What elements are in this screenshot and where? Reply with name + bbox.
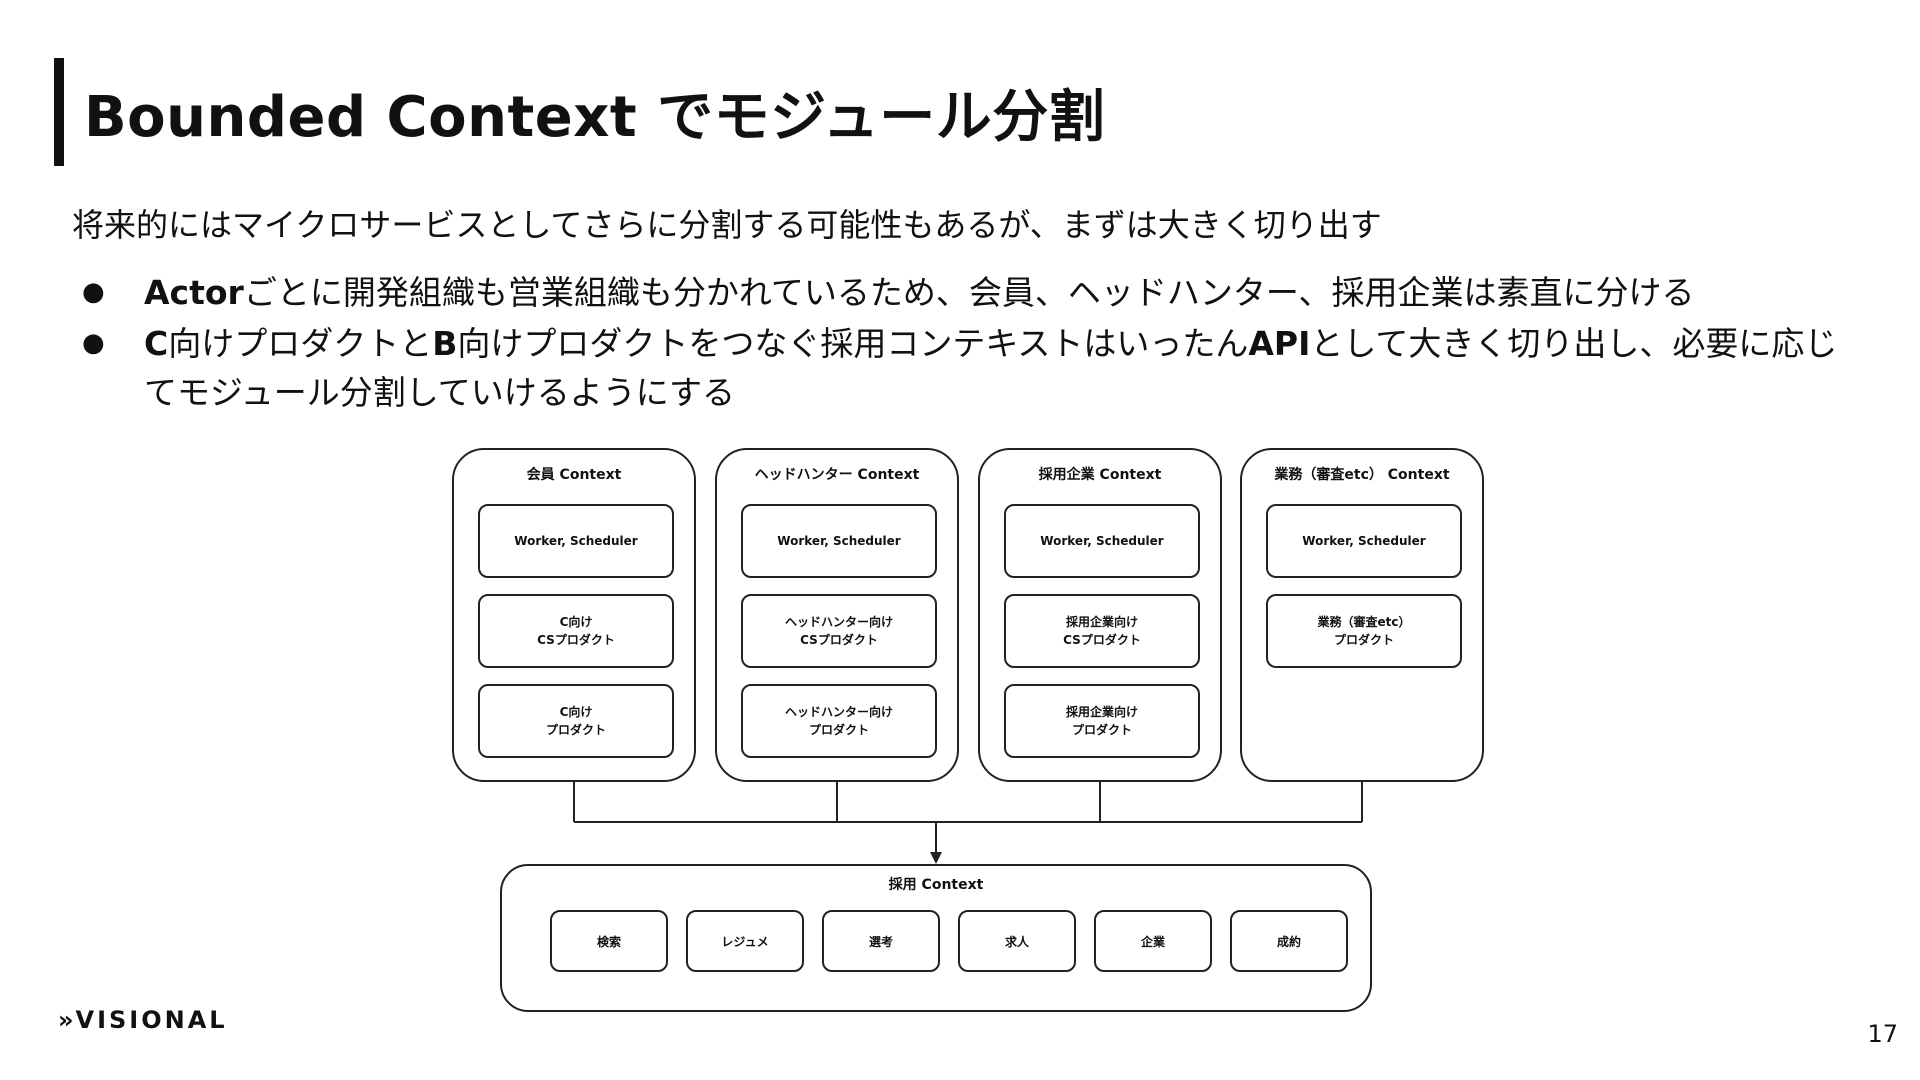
visional-logo: » VISIONAL xyxy=(58,1006,228,1034)
bullet-dot-icon: ● xyxy=(82,277,105,307)
module-box: 求人 xyxy=(958,910,1076,972)
page-title: Bounded Context でモジュール分割 xyxy=(84,85,1106,150)
subtitle: 将来的にはマイクロサービスとしてさらに分割する可能性もあるが、まずは大きく切り出… xyxy=(72,206,1382,244)
context-title: 会員 Context xyxy=(526,467,622,483)
module-box: 選考 xyxy=(822,910,940,972)
context-box: Worker, Scheduler xyxy=(478,504,674,578)
context-box: ヘッドハンター向け CSプロダクト xyxy=(741,594,937,668)
bullet-item: ● C向けプロダクトとB向けプロダクトをつなぐ採用コンテキストはいったんAPIと… xyxy=(72,319,1862,417)
module-box: 検索 xyxy=(550,910,668,972)
logo-wordmark: VISIONAL xyxy=(75,1006,228,1034)
context-headhunter: ヘッドハンター Context Worker, Scheduler ヘッドハンタ… xyxy=(715,448,959,782)
context-title: 業務（審査etc） Context xyxy=(1274,467,1450,483)
context-box: 業務（審査etc） プロダクト xyxy=(1266,594,1462,668)
context-box: ヘッドハンター向け プロダクト xyxy=(741,684,937,758)
context-box: Worker, Scheduler xyxy=(1266,504,1462,578)
logo-chevron-icon: » xyxy=(58,1006,73,1034)
bullet-text: 向けプロダクトをつなぐ採用コンテキストはいったん xyxy=(457,324,1249,363)
context-member: 会員 Context Worker, Scheduler C向け CSプロダクト… xyxy=(452,448,696,782)
module-box: 成約 xyxy=(1230,910,1348,972)
context-operations: 業務（審査etc） Context Worker, Scheduler 業務（審… xyxy=(1240,448,1484,782)
module-box: レジュメ xyxy=(686,910,804,972)
module-box: 企業 xyxy=(1094,910,1212,972)
context-box: C向け プロダクト xyxy=(478,684,674,758)
context-box: C向け CSプロダクト xyxy=(478,594,674,668)
context-recruiting-company: 採用企業 Context Worker, Scheduler 採用企業向け CS… xyxy=(978,448,1222,782)
bullet-text: として大きく切り出し、必要に応じてモジュール分割していけるようにする xyxy=(144,324,1838,412)
context-box: Worker, Scheduler xyxy=(1004,504,1200,578)
bullet-text: 向けプロダクトと xyxy=(168,324,433,363)
context-title: 採用企業 Context xyxy=(1038,467,1162,483)
bullet-bold: API xyxy=(1248,324,1311,363)
context-box: 採用企業向け CSプロダクト xyxy=(1004,594,1200,668)
arrow-head-icon xyxy=(930,852,942,864)
context-title: 採用 Context xyxy=(888,877,984,893)
bullet-bold: Actor xyxy=(144,273,244,312)
context-box: Worker, Scheduler xyxy=(741,504,937,578)
context-box: 採用企業向け プロダクト xyxy=(1004,684,1200,758)
context-recruiting-core: 採用 Context 検索 レジュメ 選考 求人 企業 成約 xyxy=(500,864,1372,1012)
bullet-bold: B xyxy=(432,324,458,363)
connector-lines xyxy=(573,782,1363,864)
title-accent-bar xyxy=(54,58,64,166)
bullet-bold: C xyxy=(144,324,169,363)
bullet-dot-icon: ● xyxy=(82,328,105,358)
bounded-context-diagram: 会員 Context Worker, Scheduler C向け CSプロダクト… xyxy=(440,440,1500,1020)
bullet-list: ● Actorごとに開発組織も営業組織も分かれているため、会員、ヘッドハンター、… xyxy=(72,268,1862,419)
context-title: ヘッドハンター Context xyxy=(754,467,920,483)
bullet-text: ごとに開発組織も営業組織も分かれているため、会員、ヘッドハンター、採用企業は素直… xyxy=(243,273,1695,312)
page-number: 17 xyxy=(1867,1020,1898,1048)
bullet-item: ● Actorごとに開発組織も営業組織も分かれているため、会員、ヘッドハンター、… xyxy=(72,268,1862,317)
